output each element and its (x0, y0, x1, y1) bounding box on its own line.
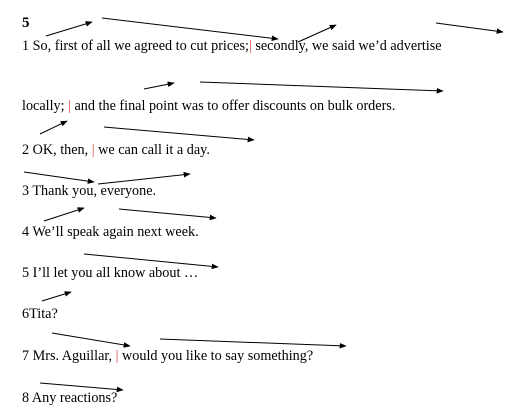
sentence-1b: locally; | and the final point was to of… (22, 97, 395, 115)
falling-arrow-icon (23, 171, 95, 184)
falling-arrow-icon (199, 81, 444, 94)
rising-arrow-icon (97, 171, 191, 185)
sentence-text: 6Tita? (22, 306, 58, 322)
rising-arrow-icon (45, 21, 93, 37)
sentence-5: 5 I’ll let you all know about … (22, 264, 198, 282)
falling-arrow-icon (103, 126, 255, 143)
pause-marker: | (248, 38, 252, 54)
sentence-text: locally; (22, 98, 69, 114)
sentence-2: 2 OK, then, | we can call it a day. (22, 141, 210, 159)
falling-arrow-icon (435, 22, 504, 34)
sentence-text: 1 So, first of all we agreed to cut pric… (22, 38, 249, 54)
sentence-7: 7 Mrs. Aguillar, | would you like to say… (22, 347, 313, 365)
sentence-text: we can call it a day. (94, 142, 210, 158)
exercise-heading: 5 (22, 15, 30, 31)
falling-arrow-icon (159, 338, 347, 349)
sentence-text: 8 Any reactions? (22, 390, 118, 406)
falling-arrow-icon (118, 208, 217, 221)
falling-arrow-icon (51, 332, 131, 348)
rising-arrow-icon (43, 207, 85, 222)
pause-marker: | (91, 142, 95, 158)
sentence-text: 3 Thank you, everyone. (22, 183, 157, 199)
pause-marker: | (68, 98, 71, 114)
rising-arrow-icon (41, 291, 72, 302)
falling-arrow-icon (83, 253, 219, 270)
sentence-4: 4 We’ll speak again next week. (22, 223, 199, 241)
pause-marker: | (115, 348, 119, 364)
sentence-text: would you like to say something? (118, 348, 314, 364)
sentence-text: 7 Mrs. Aguillar, (22, 348, 116, 364)
sentence-8: 8 Any reactions? (22, 389, 117, 407)
falling-arrow-icon (101, 17, 279, 42)
rising-arrow-icon (39, 120, 68, 135)
sentence-text: 5 I’ll let you all know about … (22, 265, 199, 281)
sentence-6: 6Tita? (22, 305, 58, 323)
sentence-text: secondly, we said we’d advertise (251, 38, 442, 54)
rising-arrow-icon (297, 24, 337, 43)
sentence-text: 2 OK, then, (22, 142, 92, 158)
sentence-text: and the final point was to offer discoun… (70, 98, 396, 114)
sentence-1a: 1 So, first of all we agreed to cut pric… (22, 37, 442, 55)
rising-arrow-icon (143, 81, 175, 90)
sentence-3: 3 Thank you, everyone. (22, 182, 156, 200)
sentence-text: 4 We’ll speak again next week. (22, 224, 199, 240)
falling-arrow-icon (39, 382, 124, 393)
